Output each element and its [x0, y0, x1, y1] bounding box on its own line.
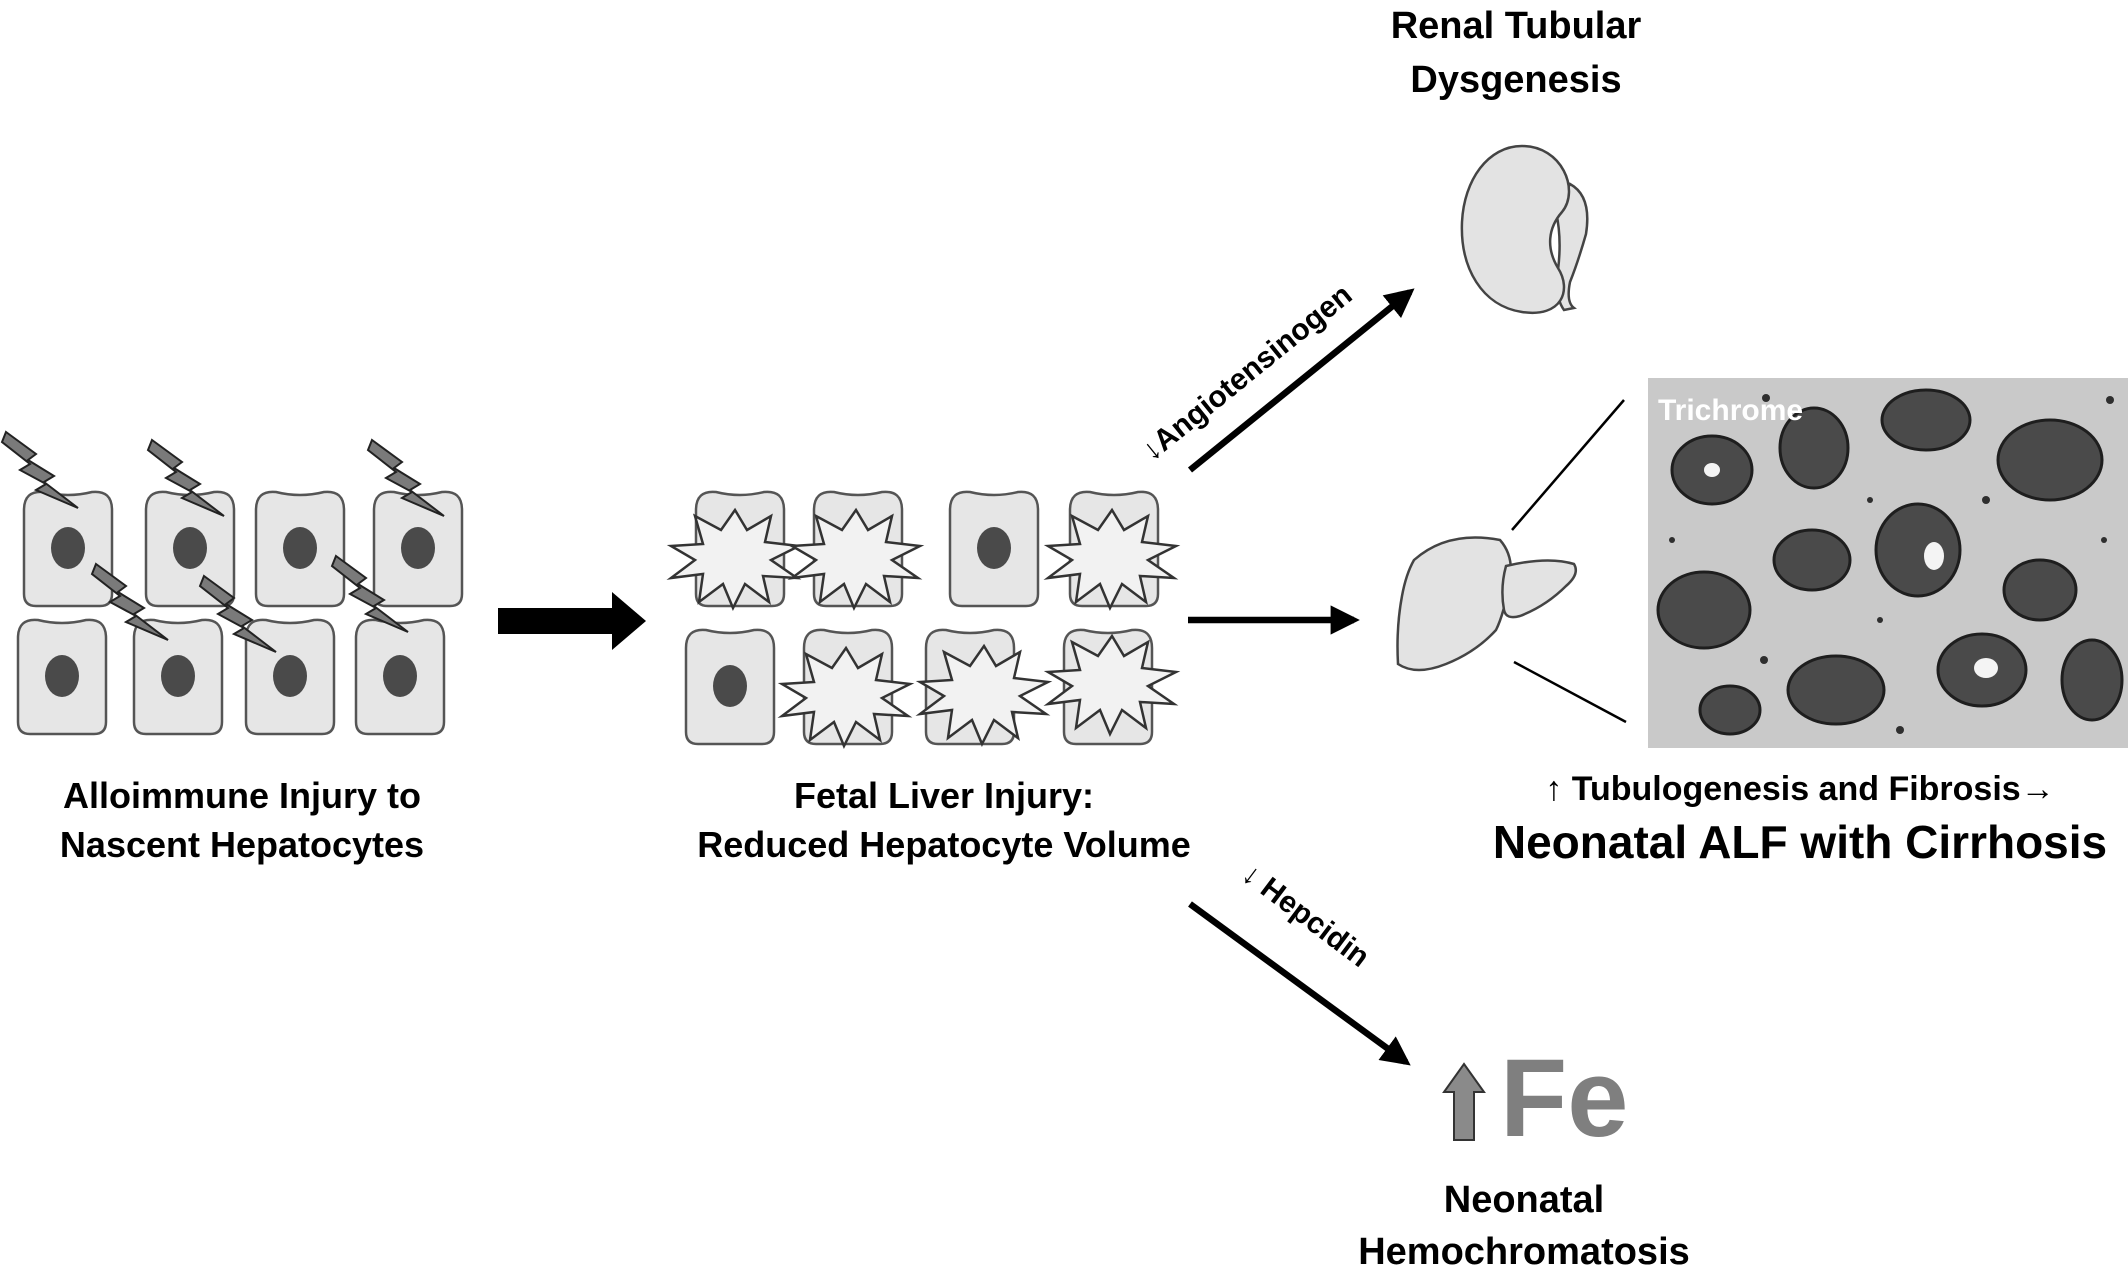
- renal-pathway-arrow: [1187, 288, 1415, 473]
- hepatocyte: [950, 492, 1038, 606]
- hepatocyte: [256, 492, 344, 606]
- hepatocyte: [686, 630, 774, 744]
- neonatal-alf-caption: Neonatal ALF with Cirrhosis: [1493, 816, 2107, 868]
- renal-title-line1: Renal Tubular: [1391, 5, 1642, 47]
- iron-symbol: Fe: [1500, 1037, 1628, 1160]
- hepatocyte: [374, 492, 462, 606]
- nascent-hepatocyte-group: [1, 431, 462, 734]
- stage2-title-line2: Reduced Hepatocyte Volume: [697, 824, 1190, 865]
- injured-hepatocyte-group: [669, 490, 1178, 748]
- liver-icon: [1396, 536, 1577, 672]
- iron-title-line1: Neonatal: [1444, 1179, 1604, 1221]
- stage1-title-line1: Alloimmune Injury to: [63, 775, 421, 816]
- hepatocyte: [24, 492, 112, 606]
- zoom-line-top: [1511, 399, 1625, 531]
- stage2-title-line1: Fetal Liver Injury:: [794, 775, 1094, 816]
- hepatocyte: [246, 620, 334, 734]
- progression-arrow: [498, 592, 646, 650]
- up-arrow-icon: [1442, 1062, 1486, 1141]
- iron-title-line2: Hemochromatosis: [1358, 1231, 1690, 1273]
- iron-pathway-arrow: [1188, 901, 1411, 1066]
- tubulogenesis-caption: ↑ Tubulogenesis and Fibrosis→: [1545, 770, 2054, 808]
- renal-title-line2: Dysgenesis: [1410, 59, 1621, 101]
- hepatocyte: [18, 620, 106, 734]
- angiotensinogen-label: ↓Angiotensinogen: [1136, 278, 1359, 467]
- kidney-icon: [1460, 144, 1589, 315]
- trichrome-micrograph: Trichrome: [1648, 378, 2128, 748]
- trichrome-label: Trichrome: [1658, 394, 1803, 427]
- hepatocyte: [356, 620, 444, 734]
- stage1-title-line2: Nascent Hepatocytes: [60, 824, 424, 865]
- zoom-line-bottom: [1513, 660, 1627, 724]
- hepatocyte: [134, 620, 222, 734]
